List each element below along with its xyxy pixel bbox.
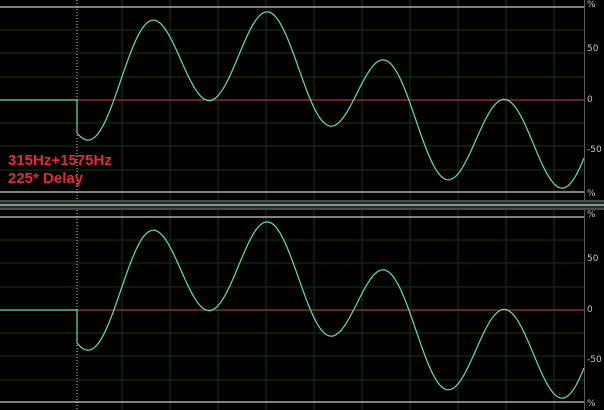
scale-zero: 0 bbox=[587, 95, 593, 105]
annotation-delay-text: 225* Delay bbox=[8, 170, 84, 187]
channel-1-amplitude-scale: % 50 0 -50 % bbox=[584, 0, 604, 200]
scale-zero: 0 bbox=[587, 305, 593, 315]
waveform-trace bbox=[76, 11, 584, 189]
waveform-trace bbox=[76, 221, 584, 399]
signal-annotation: 315Hz+1575Hz 225* Delay bbox=[8, 152, 112, 188]
channel-splitter[interactable] bbox=[0, 200, 604, 210]
scale-top-unit: % bbox=[587, 210, 596, 220]
scale-minus-50: -50 bbox=[587, 145, 602, 155]
scale-bottom-unit: % bbox=[587, 189, 596, 199]
channel-1-waveform-svg bbox=[0, 0, 584, 200]
scale-bottom-unit: % bbox=[587, 399, 596, 409]
channel-2-waveform-svg bbox=[0, 210, 584, 410]
channel-2-waveform-view[interactable] bbox=[0, 210, 584, 410]
scale-plus-50: 50 bbox=[587, 254, 599, 264]
channel-1-waveform-view[interactable] bbox=[0, 0, 584, 200]
channel-2-amplitude-scale: % 50 0 -50 % bbox=[584, 210, 604, 410]
scale-plus-50: 50 bbox=[587, 44, 599, 54]
scale-top-unit: % bbox=[587, 0, 596, 10]
annotation-frequency-text: 315Hz+1575Hz bbox=[8, 152, 112, 169]
scale-minus-50: -50 bbox=[587, 355, 602, 365]
